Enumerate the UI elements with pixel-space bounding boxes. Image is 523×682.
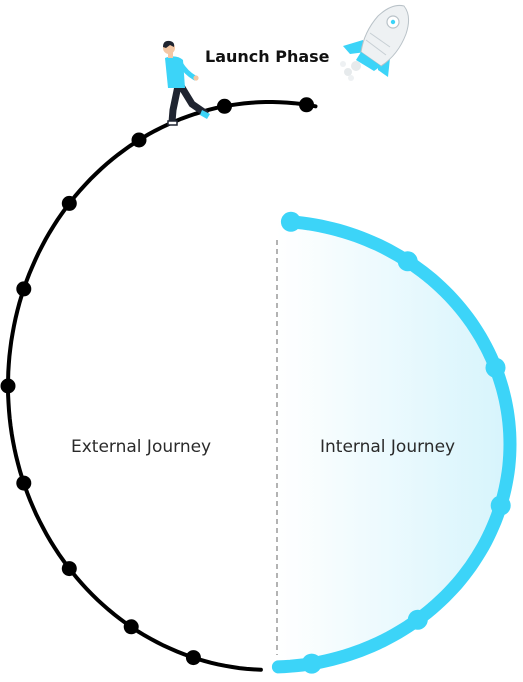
internal-milestone-dot <box>397 251 418 272</box>
external-milestone-dot <box>217 98 232 114</box>
rocket-fin-left <box>343 40 366 54</box>
person-hair <box>163 40 175 48</box>
external-milestone-dot <box>185 650 201 666</box>
rocket-nozzle <box>356 52 381 71</box>
rocket-smoke <box>340 61 346 67</box>
external-journey-path <box>5 100 318 672</box>
person-shirt <box>165 56 185 88</box>
external-milestone-dot <box>123 619 139 635</box>
internal-milestones <box>280 211 511 674</box>
person-front-leg <box>177 82 209 117</box>
external-journey-label: External Journey <box>71 437 212 457</box>
internal-milestone-dot <box>490 495 511 516</box>
external-milestone-dot <box>16 281 32 297</box>
external-milestones <box>0 97 314 666</box>
person-shoe-back <box>167 120 178 126</box>
rocket-smoke <box>348 75 354 81</box>
internal-milestone-dot <box>280 211 301 232</box>
walking-person-icon <box>163 40 210 126</box>
external-milestone-dot <box>0 378 16 394</box>
person-hand <box>193 75 199 81</box>
internal-journey-label: Internal Journey <box>320 437 456 457</box>
rocket-stripe <box>365 39 387 56</box>
internal-milestone-dot <box>485 357 506 378</box>
internal-journey-area <box>277 221 510 667</box>
rocket-smoke <box>344 68 352 76</box>
person-shoe-front <box>200 110 210 119</box>
external-milestone-dot <box>61 195 77 211</box>
person-neck <box>168 52 173 58</box>
launch-phase-label: Launch Phase <box>205 47 330 66</box>
rocket-body <box>360 5 410 67</box>
person-arm <box>177 60 198 81</box>
rocket-window-glass <box>390 19 396 25</box>
external-milestone-dot <box>299 97 314 113</box>
person-back-leg <box>168 82 182 126</box>
external-milestone-dot <box>61 561 77 577</box>
internal-milestone-dot <box>301 653 322 674</box>
rocket-stripe <box>369 32 391 48</box>
internal-milestone-dot <box>407 609 428 630</box>
rocket-smoke <box>351 61 361 71</box>
external-milestone-dot <box>16 475 32 491</box>
rocket-icon <box>340 5 410 81</box>
external-milestone-dot <box>131 132 147 148</box>
